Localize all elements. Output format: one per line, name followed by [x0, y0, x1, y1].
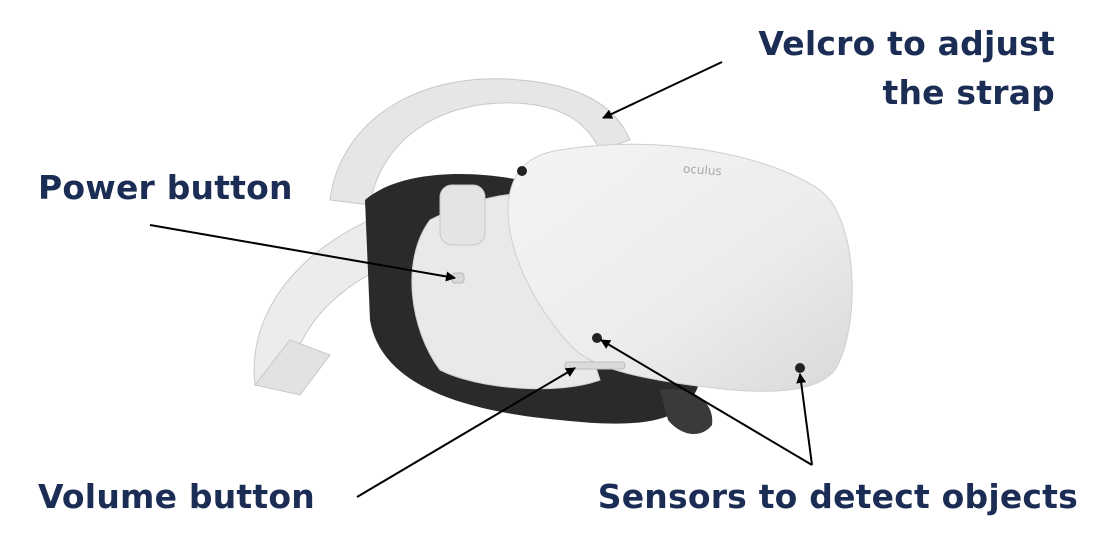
sensor-arrow-left	[600, 339, 813, 466]
velcro-label-line1: Velcro to adjust	[758, 24, 1055, 63]
nose-piece	[660, 389, 713, 435]
sensor-top	[517, 166, 527, 176]
volume-button-label: Volume button	[38, 477, 315, 516]
volume-arrow	[356, 367, 576, 498]
front-visor	[507, 143, 853, 392]
top-strap	[329, 78, 631, 206]
rear-strap	[254, 339, 331, 396]
strap-clip	[439, 184, 486, 246]
velcro-label-line2: the strap	[882, 73, 1055, 112]
sensor-bottom-left	[592, 333, 602, 343]
sensor-bottom-right	[795, 363, 805, 373]
sensor-arrow-right	[796, 373, 813, 466]
velcro-arrow	[602, 61, 723, 119]
power-button-label: Power button	[38, 168, 293, 207]
oculus-logo: oculus	[682, 161, 723, 179]
power-arrow	[149, 224, 456, 282]
sensors-label: Sensors to detect objects	[597, 477, 1078, 516]
volume-button-shape	[564, 361, 626, 370]
